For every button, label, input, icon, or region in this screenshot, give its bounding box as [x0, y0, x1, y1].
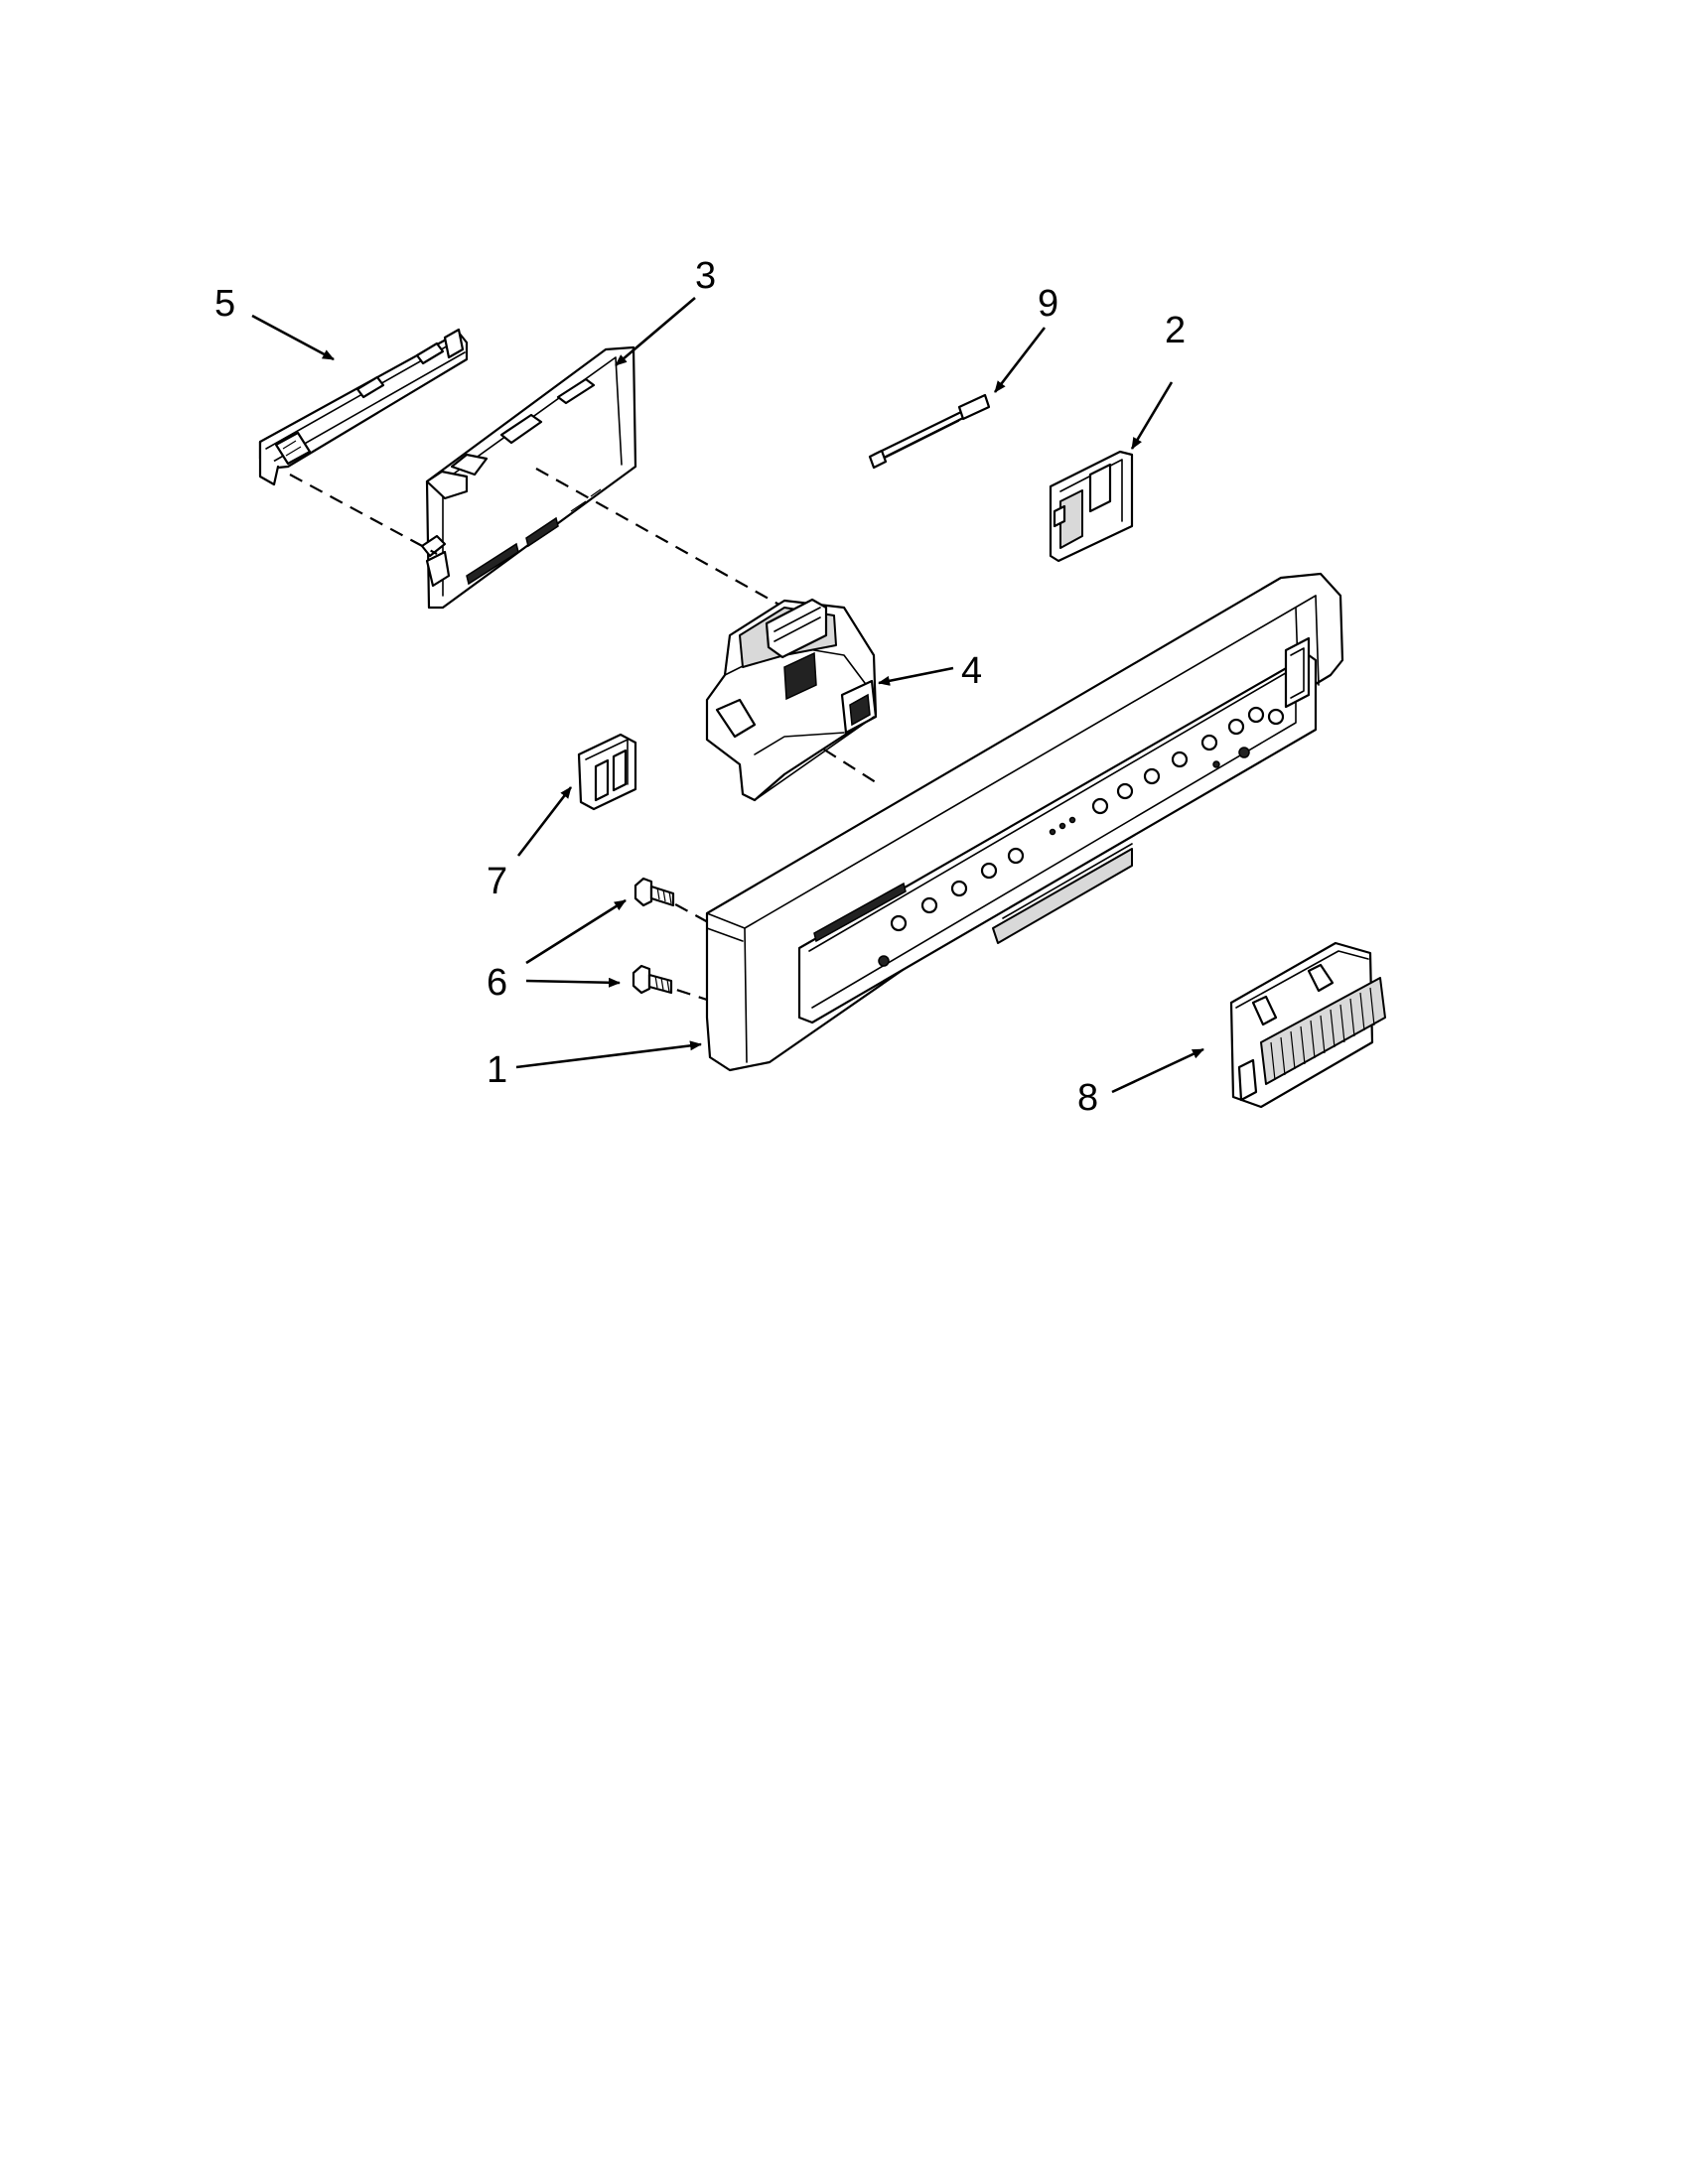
part-2-panel-clip [1049, 450, 1134, 563]
part-4-housing [705, 598, 878, 802]
callout-9: 9 [1038, 283, 1058, 325]
part-3-control-board [420, 345, 637, 610]
part-8-brush-bracket [1229, 941, 1386, 1109]
callout-1: 1 [487, 1049, 507, 1091]
part-6-screw-upper [633, 877, 675, 907]
part-1-control-panel [705, 572, 1344, 1072]
part-6-screw-lower [632, 964, 673, 995]
callout-6: 6 [487, 962, 507, 1004]
assembly-line-4-1 [823, 749, 880, 785]
callout-7: 7 [487, 861, 507, 902]
assembly-line-3-4 [535, 468, 785, 609]
leader-1 [515, 1040, 702, 1069]
part-5-bracket-rail [258, 328, 469, 486]
indicator-dot [1049, 828, 1056, 836]
leader-5 [251, 314, 335, 361]
leader-9 [993, 327, 1047, 393]
assembly-line-5-3 [289, 474, 438, 555]
leader-2 [1130, 381, 1174, 450]
leader-3 [615, 297, 696, 366]
leader-8 [1111, 1047, 1204, 1094]
leader-6a [525, 898, 627, 965]
callout-3: 3 [695, 255, 716, 297]
button-row-lower-left [878, 847, 1025, 967]
callout-5: 5 [214, 283, 235, 325]
callout-2: 2 [1165, 310, 1186, 351]
callout-4: 4 [961, 650, 982, 692]
indicator-dot [1068, 816, 1076, 824]
part-9-wire-harness [868, 393, 991, 470]
leader-6b [525, 977, 621, 988]
indicator-dot [1058, 822, 1066, 830]
leader-4 [878, 666, 954, 686]
leader-7 [516, 786, 573, 857]
part-7-clip [577, 733, 637, 811]
callout-8: 8 [1077, 1077, 1098, 1119]
button-row-upper-right [1091, 706, 1285, 815]
